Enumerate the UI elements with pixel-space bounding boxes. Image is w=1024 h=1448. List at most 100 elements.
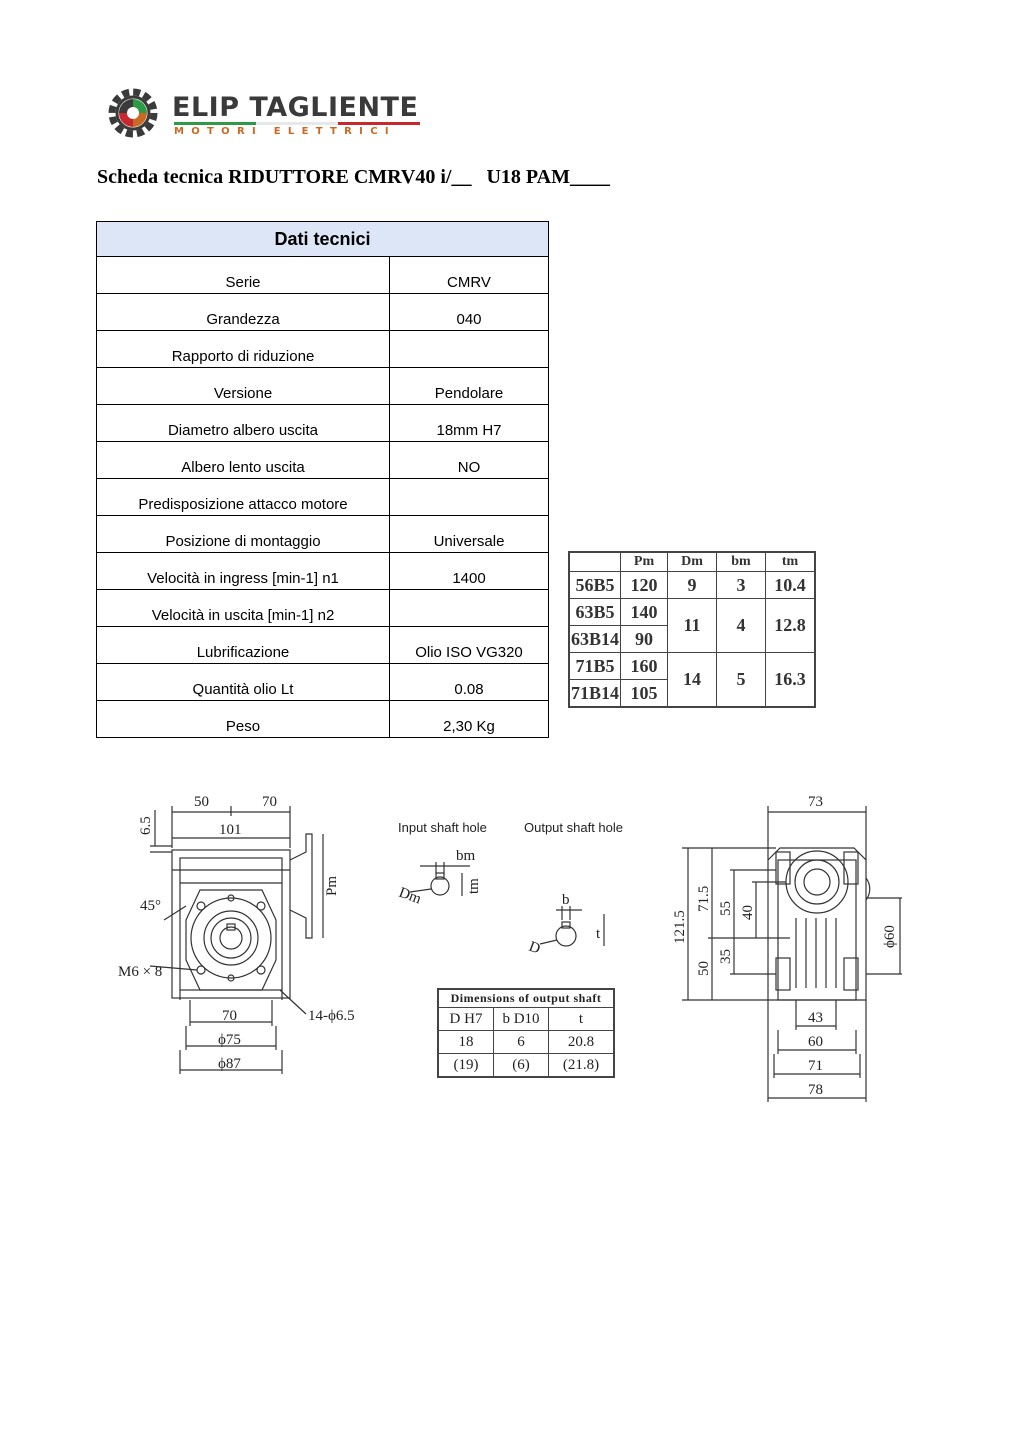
header-cell: t [548,1007,615,1031]
technical-drawings: 50 70 101 6.5 45° M6 × 8 Pm 70 ϕ75 ϕ87 1… [118,794,902,1102]
tm-value: 10.4 [765,571,816,599]
flange-code: 56B5 [568,571,621,599]
dim-43: 43 [808,1010,823,1026]
output-shaft-hole-title: Output shaft hole [524,820,623,835]
dm-value: 9 [667,571,717,599]
header-cell [568,551,621,572]
row-label: Rapporto di riduzione [96,330,390,368]
bm-value: 3 [716,571,766,599]
screws-m6x8: M6 × 8 [118,964,162,980]
brand-subtitle: MOTORI ELETTRICI [174,126,396,137]
motor-flange-table: Pm Dm bm tm 56B5 120 9 3 10.4 63B5 140 1… [568,551,816,708]
header-cell: D H7 [437,1007,494,1031]
row-value: 2,30 Kg [389,700,549,738]
dim-40: 40 [740,905,756,920]
front-view-drawing [149,806,324,1074]
company-logo: ELIP TAGLIENTE MOTORI ELETTRICI [104,86,434,140]
input-shaft-hole-title: Input shaft hole [398,820,487,835]
table-header-row: Pm Dm bm tm [568,551,816,572]
table-row: 63B5 140 11 4 12.8 [568,598,816,653]
table-header-row: D H7 b D10 t [437,1007,615,1031]
row-value: 1400 [389,552,549,590]
dim-73: 73 [808,794,823,810]
cell: 6 [493,1030,549,1054]
row-label: Quantità olio Lt [96,663,390,701]
shaft-table-caption: Dimensions of output shaft [437,988,615,1008]
flange-code: 63B14 [568,625,621,653]
dim-dm: Dm [397,885,424,908]
row-value: CMRV [389,256,549,294]
tm-value: 16.3 [765,652,816,708]
row-label: Diametro albero uscita [96,404,390,442]
dim-phi-75: ϕ75 [218,1032,241,1048]
table-row: 71B5 160 14 5 16.3 [568,652,816,708]
table-row: 71B14 105 [568,679,815,708]
table-row: Rapporto di riduzione [96,330,549,368]
dm-value: 11 [667,598,717,653]
row-label: Grandezza [96,293,390,331]
row-label: Velocità in uscita [min-1] n2 [96,589,390,627]
dim-101: 101 [219,822,242,838]
pm-value: 105 [620,679,668,708]
dim-71: 71 [808,1058,823,1074]
tricolor-stripe [174,122,420,125]
dim-70-bottom: 70 [222,1008,237,1024]
tm-value: 12.8 [765,598,816,653]
cell: (21.8) [548,1053,615,1078]
pm-value: 160 [620,652,668,680]
row-value: 0.08 [389,663,549,701]
row-value: NO [389,441,549,479]
header-cell: Dm [667,551,717,572]
brand-name: ELIP TAGLIENTE [172,92,419,123]
row-value: Universale [389,515,549,553]
dim-121-5: 121.5 [672,910,688,944]
pm-value: 90 [620,625,668,653]
row-value: 18mm H7 [389,404,549,442]
bm-value: 4 [716,598,766,653]
row-value [389,478,549,516]
flange-code: 71B5 [568,652,621,680]
row-value [389,589,549,627]
dim-71-5: 71.5 [696,886,712,912]
row-value: Olio ISO VG320 [389,626,549,664]
tech-table-header: Dati tecnici [96,221,549,257]
row-label: Predisposizione attacco motore [96,478,390,516]
flange-code: 63B5 [568,598,621,626]
dim-bm: bm [456,848,476,864]
dim-tm: tm [466,878,482,894]
cell: (6) [493,1053,549,1078]
row-label: Peso [96,700,390,738]
dim-t: t [596,926,601,942]
output-shaft-hole-drawing [539,906,605,947]
dim-phi-60: ϕ60 [882,925,898,948]
holes-14-phi-6-5: 14-ϕ6.5 [308,1008,355,1024]
cell: (19) [437,1053,494,1078]
row-label: Albero lento uscita [96,441,390,479]
dim-phi-87: ϕ87 [218,1056,241,1072]
dim-pm: Pm [324,876,340,896]
header-cell: bm [716,551,766,572]
document-title: Scheda tecnica RIDUTTORE CMRV40 i/__ U18… [97,166,610,188]
table-caption-row: Dimensions of output shaft [437,988,615,1008]
dim-60: 60 [808,1034,823,1050]
row-label: Serie [96,256,390,294]
cell: 18 [437,1030,494,1054]
row-label: Posizione di montaggio [96,515,390,553]
header-cell: Pm [620,551,668,572]
table-row: 18 6 20.8 [437,1030,615,1054]
input-shaft-hole-drawing [409,862,470,896]
table-row: 56B5 120 9 3 10.4 [568,571,816,599]
side-view-drawing [682,806,902,1102]
dm-value: 14 [667,652,717,708]
header-cell: tm [765,551,816,572]
row-label: Lubrificazione [96,626,390,664]
dim-50-side: 50 [696,961,712,976]
